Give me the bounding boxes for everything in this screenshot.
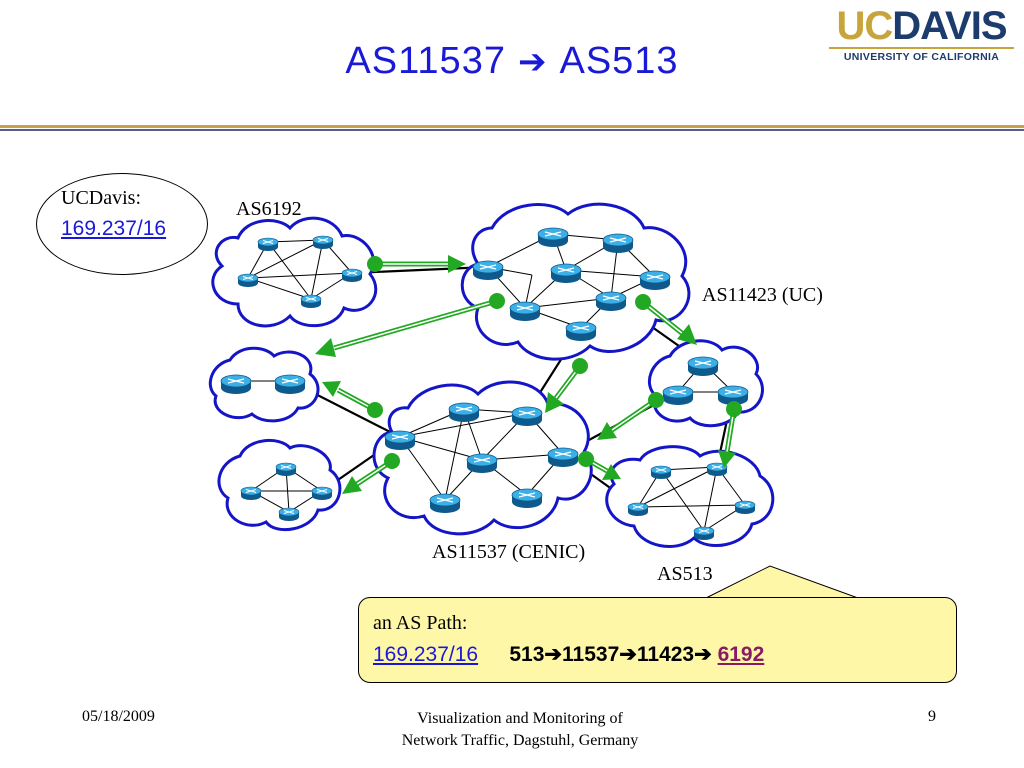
slide-title: AS11537 ➔ AS513 xyxy=(0,40,1024,83)
route-announcement-arrows xyxy=(315,255,742,494)
arrow-11537-to-left xyxy=(322,381,383,418)
as513-cloud xyxy=(605,445,775,548)
arrow-11423-to-right xyxy=(635,294,697,345)
as6192-label: AS6192 xyxy=(236,198,302,220)
as-path-callout: an AS Path: 169.237/16 513➔11537➔11423➔ … xyxy=(358,597,957,683)
ucdavis-prefix-ellipse: UCDavis: 169.237/16 xyxy=(36,173,208,275)
as11537-links xyxy=(399,408,564,501)
callout-heading: an AS Path: xyxy=(373,612,468,634)
as-path-hop-11423: 11423 xyxy=(636,643,695,666)
page-number: 9 xyxy=(928,708,936,725)
bottom-left-cloud xyxy=(217,438,342,532)
arrow-right-to-513 xyxy=(718,401,742,468)
small-cloud-left xyxy=(208,346,320,423)
header-rule-gold xyxy=(0,125,1024,128)
arrow-11537-to-513 xyxy=(578,451,621,480)
footer-date: 05/18/2009 xyxy=(82,708,155,725)
footer-caption-line2: Network Traffic, Dagstuhl, Germany xyxy=(401,732,639,749)
footer-caption-line1: Visualization and Monitoring of xyxy=(417,710,623,727)
as513-label: AS513 xyxy=(657,563,713,585)
as-path: 513➔11537➔11423➔ 6192 xyxy=(509,643,764,666)
logo-subtitle: UNIVERSITY OF CALIFORNIA xyxy=(829,47,1014,63)
ucdavis-logo: UCDAVIS UNIVERSITY OF CALIFORNIA xyxy=(829,5,1014,63)
arrow-icon: ➔ xyxy=(694,643,712,666)
header-rule-blue xyxy=(0,129,1024,131)
as-path-hop-11537: 11537 xyxy=(562,643,620,666)
title-left: AS11537 xyxy=(345,40,506,82)
arrow-11423-to-11537 xyxy=(545,358,588,413)
as11537-label: AS11537 (CENIC) xyxy=(432,541,586,563)
arrow-6192-to-11423 xyxy=(367,255,466,273)
title-right: AS513 xyxy=(559,40,679,82)
arrow-icon: ➔ xyxy=(544,643,563,666)
as-path-hop-6192-link[interactable]: 6192 xyxy=(717,643,765,666)
callout-path-line: 169.237/16 513➔11537➔11423➔ 6192 xyxy=(373,642,764,667)
ucdavis-prefix-link[interactable]: 169.237/16 xyxy=(61,217,167,240)
logo-uc: UC xyxy=(836,4,893,48)
as6192-cloud xyxy=(211,216,378,328)
logo-wordmark: UCDAVIS xyxy=(829,5,1014,47)
arrow-11537-to-bottom-left xyxy=(342,453,400,494)
arrow-11423-to-left xyxy=(315,293,505,357)
ucdavis-label: UCDavis: xyxy=(61,187,141,209)
arrow-icon: ➔ xyxy=(619,643,637,666)
arrow-right-to-11537 xyxy=(597,392,664,440)
small-cloud-left-routers xyxy=(220,374,306,395)
callout-pointer xyxy=(705,565,859,599)
logo-davis: DAVIS xyxy=(892,4,1007,48)
callout-prefix-link[interactable]: 169.237/16 xyxy=(373,643,479,666)
as11423-label: AS11423 (UC) xyxy=(702,284,823,306)
small-cloud-right xyxy=(648,339,764,428)
right-arrow-icon: ➔ xyxy=(517,43,548,81)
footer-caption: Visualization and Monitoring of Network … xyxy=(330,708,710,752)
as-path-hop-513: 513 xyxy=(509,643,545,666)
